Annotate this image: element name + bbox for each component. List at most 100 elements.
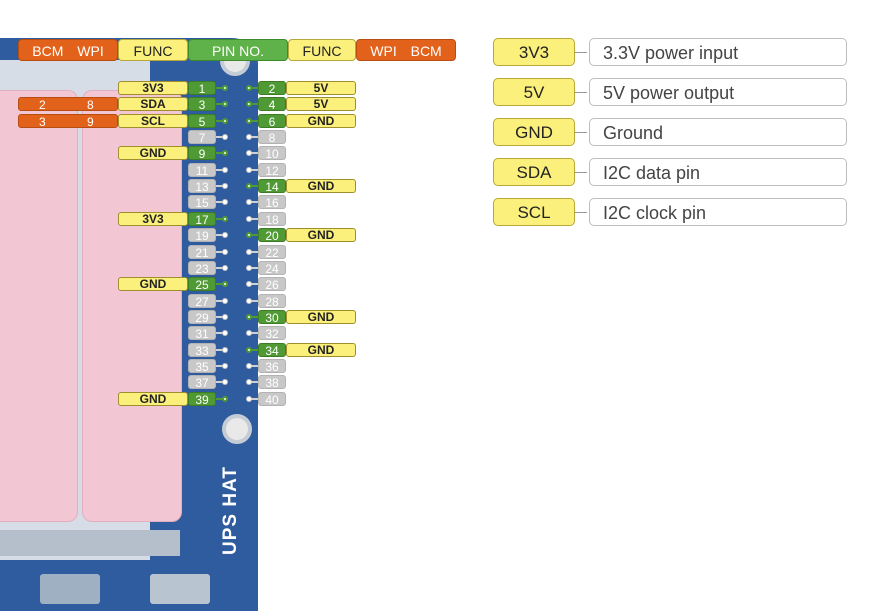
pin-lead	[251, 168, 259, 171]
pin-31: 31	[188, 326, 216, 341]
pin-dot	[222, 232, 228, 239]
func-label-pin-4: 5V	[286, 97, 356, 112]
pin-lead	[251, 119, 259, 122]
pin-26: 26	[258, 277, 286, 292]
pin-lead	[251, 348, 259, 351]
pin-lead	[216, 136, 223, 139]
func-label-pin-34: GND	[286, 342, 356, 357]
header-func-left: FUNC	[118, 39, 188, 61]
legend-connector	[575, 92, 587, 93]
pin-lead	[251, 103, 259, 106]
pin-lead	[216, 283, 223, 286]
pin-lead	[216, 217, 223, 220]
pin-dot	[222, 183, 228, 190]
bcm-number: 3	[39, 114, 46, 129]
func-label-pin-2: 5V	[286, 81, 356, 95]
func-label-pin-25: GND	[118, 277, 188, 292]
pin-lead	[216, 397, 223, 400]
header-wpi-bcm-right: WPI BCM	[356, 39, 456, 61]
pin-35: 35	[188, 358, 216, 374]
pin-20: 20	[258, 228, 286, 243]
pin-25: 25	[188, 277, 216, 292]
legend-key: GND	[493, 118, 575, 146]
pin-33: 33	[188, 342, 216, 358]
legend-description: 5V power output	[589, 78, 847, 106]
pin-27: 27	[188, 293, 216, 309]
pin-dot	[222, 395, 228, 402]
pin-5: 5	[188, 113, 216, 129]
pin-lead	[251, 201, 259, 204]
pin-dot	[222, 297, 228, 304]
pin-dot	[222, 264, 228, 271]
pin-dot	[222, 379, 228, 386]
legend-key: 5V	[493, 78, 575, 106]
pin-32: 32	[258, 326, 286, 341]
func-label-pin-5: SCL	[118, 113, 188, 128]
pin-dot	[222, 330, 228, 337]
pin-dot	[222, 101, 228, 108]
pin-lead	[251, 234, 259, 237]
pin-28: 28	[258, 293, 286, 309]
pin-lead	[216, 103, 223, 106]
pin-lead	[216, 250, 223, 253]
wpi-number: 8	[87, 98, 94, 113]
func-label-pin-39: GND	[118, 391, 188, 406]
func-label-pin-20: GND	[286, 228, 356, 243]
func-label-pin-17: 3V3	[118, 211, 188, 226]
pin-lead	[216, 266, 223, 269]
wpi-number: 9	[87, 114, 94, 129]
pin-22: 22	[258, 244, 286, 260]
pin-dot	[222, 215, 228, 222]
pin-lead	[216, 381, 223, 384]
pin-lead	[216, 299, 223, 302]
pin-dot	[222, 346, 228, 353]
legend-description: Ground	[589, 118, 847, 146]
legend-description: 3.3V power input	[589, 38, 847, 66]
func-label-pin-30: GND	[286, 309, 356, 324]
legend-key: SCL	[493, 198, 575, 226]
pin-lead	[251, 136, 259, 139]
pin-dot	[222, 150, 228, 157]
pin-lead	[216, 168, 223, 171]
pin-lead	[251, 299, 259, 302]
pin-lead	[216, 119, 223, 122]
pin-21: 21	[188, 244, 216, 260]
pin-lead	[251, 250, 259, 253]
pin-dot	[222, 248, 228, 255]
pin-1: 1	[188, 81, 216, 96]
pin-39: 39	[188, 391, 216, 407]
pin-36: 36	[258, 358, 286, 374]
pin-38: 38	[258, 375, 286, 390]
pin-15: 15	[188, 195, 216, 210]
board-label: UPS HAT	[220, 466, 241, 555]
pin-lead	[216, 185, 223, 188]
pin-12: 12	[258, 162, 286, 178]
header-bcm-wpi-left: BCM WPI	[18, 39, 118, 61]
pin-lead	[251, 381, 259, 384]
header-left-bcm: BCM	[32, 43, 64, 59]
pin-24: 24	[258, 260, 286, 276]
pin-lead	[251, 152, 259, 155]
pin-lead	[216, 87, 223, 89]
pin-dot	[222, 166, 228, 173]
pin-34: 34	[258, 342, 286, 358]
mounting-hole-bottom	[222, 414, 252, 444]
pin-13: 13	[188, 179, 216, 194]
legend-connector	[575, 172, 587, 173]
pin-10: 10	[258, 146, 286, 161]
pin-dot	[222, 313, 228, 320]
pin-40: 40	[258, 391, 286, 407]
header-right-wpi: WPI	[370, 43, 397, 59]
pin-29: 29	[188, 309, 216, 325]
pin-11: 11	[188, 162, 216, 178]
pin-lead	[216, 234, 223, 237]
pin-lead	[251, 332, 259, 335]
legend-connector	[575, 212, 587, 213]
legend-connector	[575, 132, 587, 133]
pin-lead	[251, 283, 259, 286]
pin-dot	[222, 85, 228, 91]
pin-lead	[251, 87, 259, 89]
pin-6: 6	[258, 113, 286, 129]
